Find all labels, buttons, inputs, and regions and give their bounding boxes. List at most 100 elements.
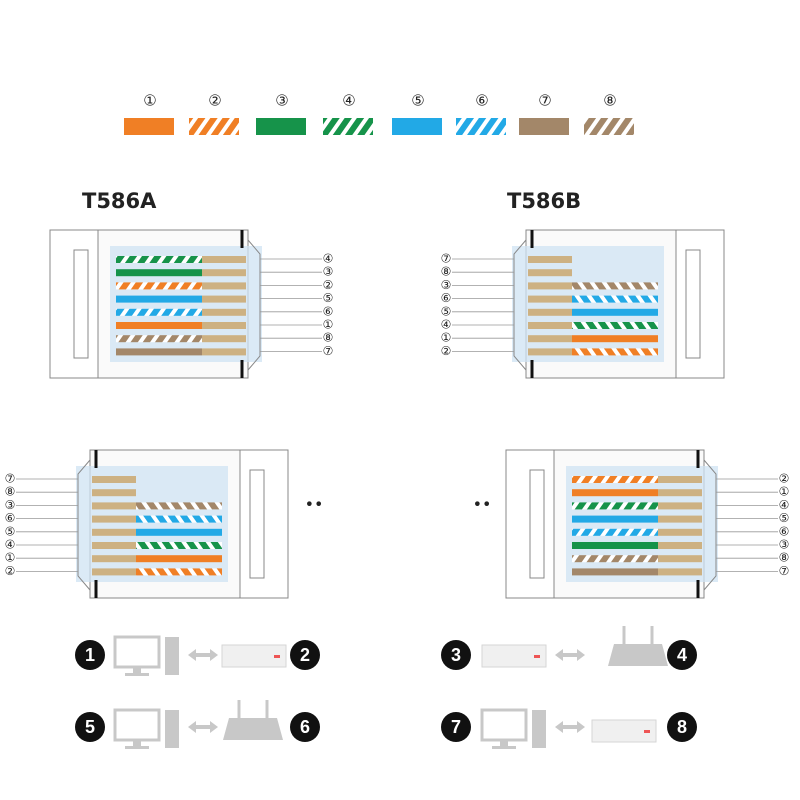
wire [572, 489, 658, 497]
badge-number: 6 [300, 717, 310, 737]
contact-pin [658, 515, 702, 523]
number-badge [75, 640, 105, 670]
legend-number: ⑦ [538, 92, 551, 110]
contact-pin [202, 282, 246, 290]
wire [572, 528, 658, 536]
wire [116, 348, 202, 356]
legend-number: ⑤ [411, 92, 424, 110]
contact-pin [92, 528, 136, 536]
contact-pin [658, 528, 702, 536]
pin-label: ⑤ [5, 524, 16, 538]
connector-bottom-right [505, 449, 778, 599]
pin-label: ③ [323, 265, 334, 279]
badge-number: 8 [677, 717, 687, 737]
legend-swatch [456, 118, 506, 135]
badge-number: 2 [300, 645, 310, 665]
contact-pin [658, 502, 702, 510]
number-badge [75, 712, 105, 742]
contact-pin [658, 476, 702, 483]
wire [572, 476, 658, 483]
pin-label: ⑦ [323, 344, 334, 358]
wire [572, 335, 658, 343]
pin-label: ④ [323, 252, 334, 266]
double-arrow-icon [188, 721, 218, 733]
plug-inner [566, 466, 718, 582]
contact-pin [202, 256, 246, 263]
legend-number: ② [208, 92, 221, 110]
pin-label: ① [5, 551, 16, 565]
pin-label: ② [441, 344, 452, 358]
contact-pin [528, 335, 572, 343]
wire [116, 256, 202, 263]
contact-pin [658, 489, 702, 497]
legend-number: ③ [275, 92, 288, 110]
legend-swatch [189, 118, 239, 135]
badge-number: 4 [677, 645, 687, 665]
legend-swatch [256, 118, 306, 135]
pin-label: ⑧ [779, 551, 790, 565]
pin-label: ⑦ [441, 252, 452, 266]
pin-label: ⑥ [5, 511, 16, 525]
plug-inner [512, 246, 664, 362]
contact-pin [202, 348, 246, 356]
pin-label: ① [441, 331, 452, 345]
legend-number: ① [143, 92, 156, 110]
wire [116, 322, 202, 329]
legend-swatch [392, 118, 442, 135]
wire [572, 542, 658, 549]
contact-pin [202, 322, 246, 329]
pin-label: ⑦ [779, 564, 790, 578]
wire [136, 555, 222, 563]
legend-number: ④ [342, 92, 355, 110]
badge-number: 1 [85, 645, 95, 665]
wire [572, 555, 658, 563]
number-badge [441, 640, 471, 670]
wire [572, 502, 658, 510]
contact-pin [658, 542, 702, 549]
wire [572, 348, 658, 356]
connector-t586b [452, 229, 725, 379]
contact-pin [528, 282, 572, 290]
pin-label: ⑦ [5, 472, 16, 486]
boot-inner [529, 469, 545, 579]
tower-icon [165, 637, 179, 675]
switch-3 [591, 719, 657, 743]
pin-label: ⑥ [441, 291, 452, 305]
plug-inner [110, 246, 262, 362]
boot-inner [249, 469, 265, 579]
ellipsis-dots: •• [473, 495, 492, 514]
wire [572, 568, 658, 576]
plug-tip [703, 459, 717, 591]
pin-label: ⑤ [441, 304, 452, 318]
contact-pin [202, 295, 246, 303]
contact-pin [202, 308, 246, 316]
boot-inner [73, 249, 89, 359]
connector-t586a [49, 229, 322, 379]
plug-tip [247, 239, 261, 371]
badge-number: 5 [85, 717, 95, 737]
pin-label: ③ [5, 498, 16, 512]
pin-label: ① [323, 318, 334, 332]
number-badge [667, 640, 697, 670]
computer-1 [113, 635, 179, 676]
pin-label: ⑧ [323, 331, 334, 345]
contact-pin [528, 269, 572, 277]
switch-icon [481, 644, 547, 668]
pin-label: ⑤ [323, 291, 334, 305]
contact-pin [528, 256, 572, 263]
double-arrow-icon [188, 649, 218, 661]
contact-pin [202, 335, 246, 343]
ellipsis-dots: •• [305, 495, 324, 514]
pin-label: ② [5, 564, 16, 578]
legend-swatch [323, 118, 373, 135]
pin-label: ⑥ [323, 304, 334, 318]
switch-1 [221, 644, 287, 668]
wire [136, 568, 222, 576]
switch-icon [221, 644, 287, 668]
title-t586b: T586B [507, 189, 581, 213]
contact-pin [92, 555, 136, 563]
pin-label: ⑧ [5, 485, 16, 499]
pin-label: ⑥ [779, 524, 790, 538]
wire [116, 335, 202, 343]
